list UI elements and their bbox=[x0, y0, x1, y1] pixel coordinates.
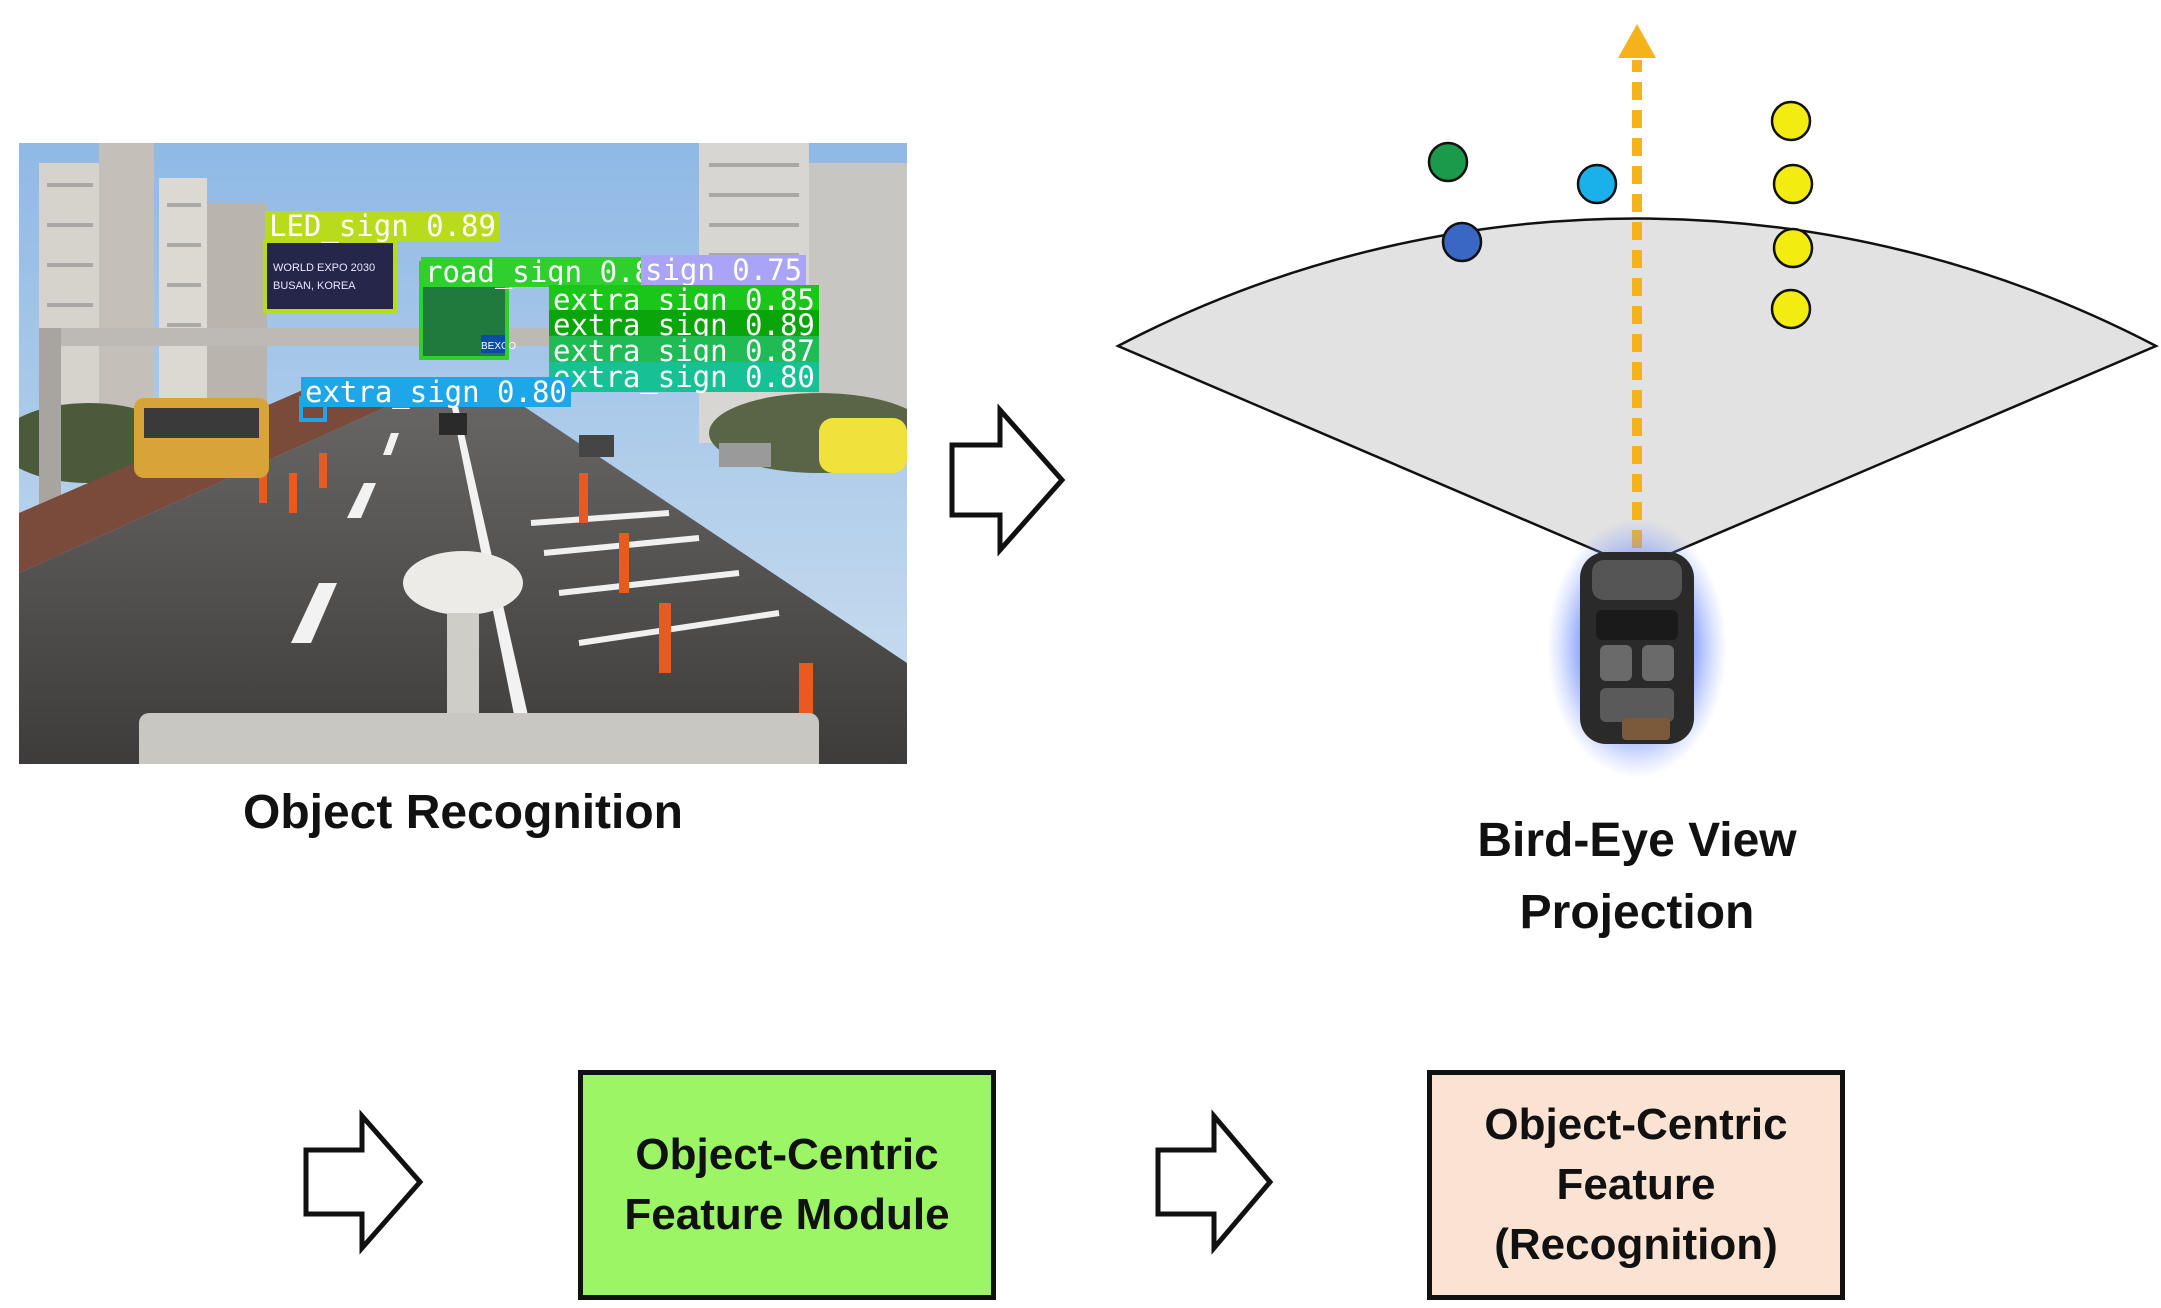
blue-object-dot bbox=[1441, 221, 1483, 263]
yellow-object-dot bbox=[1772, 163, 1814, 205]
detection-label-extra-sign-3: extra_sign 0.87 bbox=[549, 336, 819, 366]
bev-caption-line-2: Projection bbox=[1519, 886, 1755, 939]
cyan-object-dot bbox=[1576, 163, 1618, 205]
yellow-object-dot bbox=[1772, 227, 1814, 269]
arrow-right-icon bbox=[303, 1109, 424, 1255]
feature-module-box: Object-Centric Feature Module bbox=[578, 1070, 996, 1300]
led-sign-text-2: BUSAN, KOREA bbox=[273, 280, 356, 292]
detection-label-sign: sign 0.75 bbox=[641, 255, 807, 285]
detection-label-extra-sign-2: extra_sign 0.89 bbox=[549, 310, 819, 340]
led-sign-text-1: WORLD EXPO 2030 bbox=[273, 262, 375, 274]
detection-label-road-sign: road_sign 0.88 bbox=[421, 257, 674, 287]
object-centric-feature-box: Object-Centric Feature (Recognition) bbox=[1427, 1070, 1845, 1300]
feature-module-line-1: Object-Centric bbox=[635, 1130, 939, 1179]
road-sign-text: BEXCO bbox=[481, 341, 516, 352]
detection-label-extra-sign-5: extra_sign 0.80 bbox=[301, 377, 571, 407]
object-recognition-caption: Object Recognition bbox=[242, 786, 683, 839]
yellow-object-dot bbox=[1770, 100, 1812, 142]
feature-output-line-1: Object-Centric bbox=[1484, 1100, 1788, 1149]
feature-module-line-2: Feature Module bbox=[624, 1190, 950, 1239]
road-scene-image: WORLD EXPO 2030 BUSAN, KOREA BEXCO LED_s… bbox=[19, 143, 907, 764]
feature-output-line-2: Feature bbox=[1556, 1160, 1716, 1209]
detection-label-led-sign: LED_sign 0.89 bbox=[265, 211, 500, 241]
arrow-right-icon bbox=[1155, 1109, 1274, 1255]
heading-arrowhead-icon bbox=[1618, 24, 1656, 58]
feature-output-line-3: (Recognition) bbox=[1494, 1220, 1778, 1269]
green-object-dot bbox=[1427, 141, 1469, 183]
arrow-right-icon bbox=[949, 403, 1066, 557]
yellow-object-dot bbox=[1770, 288, 1812, 330]
bev-caption-line-1: Bird-Eye View bbox=[1477, 814, 1797, 867]
detection-label-extra-sign-4: extra_sign 0.80 bbox=[549, 362, 819, 392]
bev-field-of-view bbox=[1115, 217, 2159, 570]
ego-vehicle-icon bbox=[1547, 518, 1727, 778]
